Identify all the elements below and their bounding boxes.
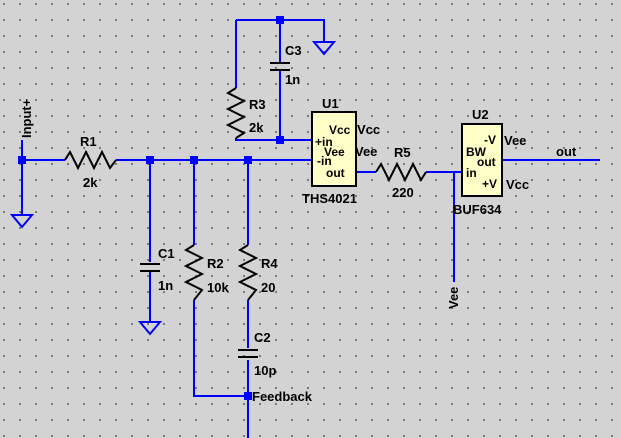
c3-name-label: C3 [285, 43, 302, 58]
r2-name-label: R2 [207, 256, 224, 271]
wires [21, 19, 600, 438]
r5-value-label: 220 [392, 185, 414, 200]
resistor-r4[interactable] [237, 244, 259, 301]
net-label-u1-vee: Vee [355, 144, 377, 159]
u2-part-label: BUF634 [453, 202, 502, 217]
u1-name-label: U1 [322, 96, 339, 111]
u2-pin-bw: BW [466, 145, 487, 159]
net-label-feedback: Feedback [252, 389, 313, 404]
u2-name-label: U2 [472, 107, 489, 122]
capacitor-c1[interactable] [140, 263, 160, 272]
buffer-u2-body[interactable] [461, 123, 503, 197]
resistor-r2[interactable] [183, 244, 205, 301]
r5-name-label: R5 [394, 145, 411, 160]
capacitor-c2[interactable] [238, 349, 258, 358]
net-label-vee-u2-in: Vee [446, 287, 461, 309]
r3-value-label: 2k [249, 120, 264, 135]
r4-name-label: R4 [261, 256, 278, 271]
c3-value-label: 1n [285, 72, 300, 87]
u2-pin-in: in [466, 166, 477, 180]
u1-pin-in-minus: -in [317, 154, 332, 168]
u1-pin-vcc: Vcc [329, 123, 351, 137]
net-label-u1-vcc: Vcc [357, 122, 380, 137]
u1-part-label: THS4021 [302, 191, 357, 206]
u2-pin-neg-v: -V [484, 133, 496, 147]
u1-pin-vee: Vee [324, 145, 345, 159]
r2-value-label: 10k [207, 280, 229, 295]
ground-symbol-input [9, 214, 35, 229]
net-label-u2-vcc: Vcc [506, 177, 529, 192]
opamp-u1-body[interactable] [311, 111, 357, 187]
c2-value-label: 10p [254, 363, 276, 378]
c1-name-label: C1 [158, 246, 175, 261]
r4-value-label: 20 [261, 280, 275, 295]
net-label-out: out [556, 144, 577, 159]
net-label-u2-vee: Vee [504, 133, 526, 148]
junction-nodes [18, 16, 284, 400]
resistor-r5[interactable] [375, 161, 427, 183]
ground-symbol-c3 [311, 41, 337, 56]
u1-pin-in-plus: +in [315, 135, 333, 149]
ground-symbol-c1 [137, 321, 163, 336]
resistor-r3[interactable] [225, 87, 247, 139]
u2-pin-pos-v: +V [482, 177, 497, 191]
u2-pin-out: out [477, 155, 496, 169]
capacitor-c3[interactable] [270, 62, 290, 71]
net-label-input: Input+ [19, 98, 34, 138]
r1-name-label: R1 [80, 134, 97, 149]
c2-name-label: C2 [254, 330, 271, 345]
resistor-r1[interactable] [64, 149, 117, 171]
c1-value-label: 1n [158, 278, 173, 293]
r3-name-label: R3 [249, 97, 266, 112]
r1-value-label: 2k [83, 175, 98, 190]
u1-pin-out: out [326, 166, 345, 180]
